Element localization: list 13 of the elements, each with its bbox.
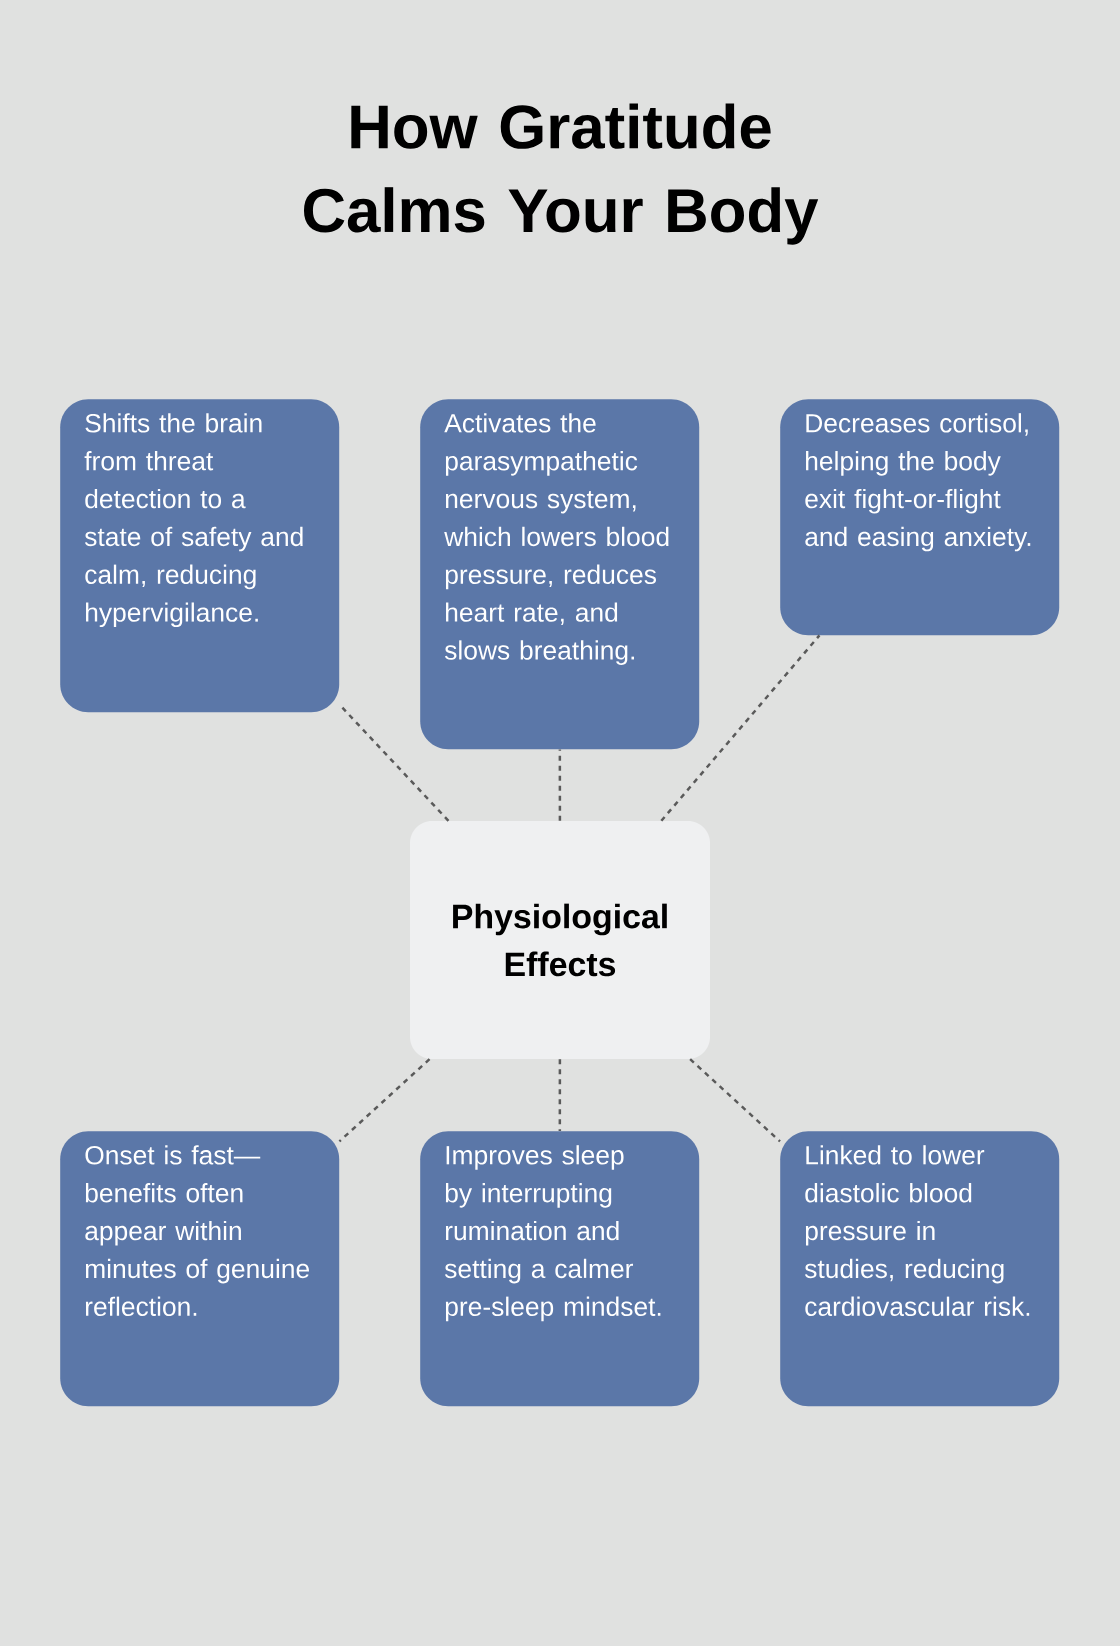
- dotted-connector: [558, 1059, 562, 1131]
- effect-card: Onset is fast—benefits often appear within minutes of genuine reflection.: [60, 1131, 340, 1407]
- dotted-connector: [338, 1058, 431, 1143]
- effect-card: Decreases cortisol, helping the body exit fight-or-flight and easing anxiety.: [780, 399, 1060, 636]
- dotted-connector: [660, 634, 821, 822]
- dotted-connector: [689, 1058, 781, 1143]
- dotted-connector: [558, 749, 562, 821]
- effect-card: Activates the parasympathetic nervous system, which lowers blood pressure, reduces heart rate, and slows breathing.: [420, 399, 700, 750]
- effect-card: Linked to lower diastolic blood pressure in studies, reducing cardiovascular risk.: [780, 1131, 1060, 1407]
- effect-card: Shifts the brain from threat detection to a state of safety and calm, reducing hypervigilance.: [60, 399, 340, 713]
- center-box: Physiological Effects: [410, 821, 710, 1059]
- title: How Gratitude Calms Your Body: [304, 103, 819, 245]
- effect-card: Improves sleep by interrupting rumination and setting a calmer pre-sleep mindset.: [420, 1131, 700, 1407]
